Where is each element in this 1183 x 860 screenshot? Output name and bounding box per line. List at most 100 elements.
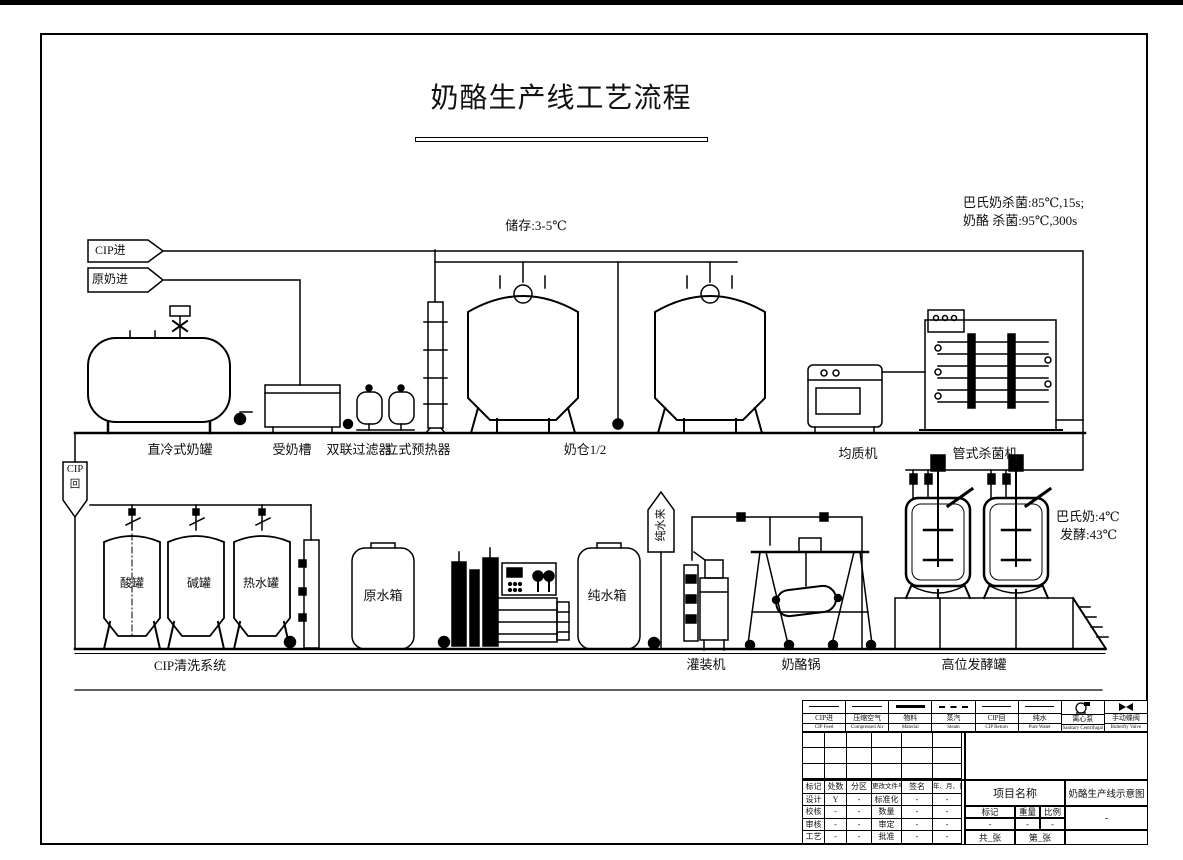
rev-cell: - (847, 806, 872, 819)
rev-cell: - (902, 831, 933, 844)
revision-empty-grid (802, 732, 965, 780)
rev-cell: 设计 (803, 793, 825, 807)
rev-cell: 标准化 (872, 793, 902, 807)
rev-cell: - (933, 831, 962, 844)
legend-en: CIP Feed (814, 724, 834, 730)
drawing-border-frame (40, 33, 1148, 845)
storage-note: 储存:3-5℃ (505, 218, 567, 233)
cheese-kettle-drawing (744, 537, 877, 651)
filling-machine-drawing (683, 550, 729, 651)
alkali-tank-label: 碱罐 (186, 576, 212, 590)
rev-header-cell: 分区 (847, 781, 872, 794)
raw-milk-in-flag-label: 原奶进 (92, 272, 129, 286)
legend-item-cip-return: CIP回 CIP Return (975, 701, 1019, 731)
legend-item-steam: 蒸汽 Steam (932, 701, 976, 731)
acid-tank-label: 酸罐 (119, 576, 145, 590)
pure-water-line-symbol (1018, 701, 1061, 714)
legend-item-compressed-air: 压缩空气 Compressed Air (846, 701, 890, 731)
titleblock-empty-area (965, 732, 1148, 780)
mark-header-cell: 标记 (965, 806, 1015, 818)
duplex-filter-label: 双联过滤器 (326, 442, 392, 457)
project-name-label-cell: 项目名称 (965, 780, 1065, 806)
legend-zh: 压缩空气 (846, 714, 889, 724)
elevated-fermentation-tanks-drawing (894, 432, 1109, 651)
top-edge-strip (0, 0, 1183, 5)
rev-cell: 数量 (872, 806, 902, 819)
pasteurize-note-line2: 奶酪 杀菌:95℃,300s (963, 213, 1078, 228)
rev-cell: - (902, 806, 933, 819)
legend-item-material: 物料 Material (889, 701, 933, 731)
legend-zh: CIP进 (803, 714, 846, 724)
legend-zh: 蒸汽 (932, 714, 975, 724)
receiving-trough-label: 受奶槽 (272, 442, 312, 457)
legend-zh: CIP回 (975, 714, 1018, 724)
direct-cooling-milk-tank-drawing (87, 305, 253, 435)
legend-item-pump: 离心泵 Sanitary Centrifugal Pump (1061, 701, 1105, 731)
tube-sterilizer-label: 管式杀菌机 (952, 446, 1018, 461)
rev-cell: - (902, 793, 933, 807)
rev-cell: - (847, 793, 872, 807)
homogenizer-drawing (807, 364, 926, 434)
rev-cell: 审核 (803, 818, 825, 832)
preheater-label: 立式预热器 (385, 442, 451, 457)
scale-value-cell: - (1040, 818, 1065, 830)
legend-zh: 手动蝶阀 (1104, 714, 1147, 724)
vertical-preheater-drawing (423, 301, 448, 435)
pasteurize-note-line1: 巴氏奶杀菌:85℃,15s; (963, 195, 1085, 210)
cip-return-line-symbol (975, 701, 1018, 714)
legend-en: Butterfly Valve (1110, 724, 1142, 730)
rev-cell: 校核 (803, 806, 825, 819)
rev-cell: 审定 (872, 818, 902, 832)
sheet-empty-cell (1065, 830, 1148, 845)
rev-header-cell: 更改文件号 (872, 781, 902, 794)
cip-in-flag-label: CIP进 (95, 243, 126, 257)
legend-item-valve: 手动蝶阀 Butterfly Valve (1104, 701, 1147, 731)
rev-cell: - (825, 806, 847, 819)
rev-cell: - (825, 818, 847, 832)
sheet-number-cell: 第_张 (1015, 830, 1065, 845)
revision-table: 标记 处数 分区 更改文件号 签名 年、月、日 设计 Y - 标准化 - - 校… (802, 780, 965, 845)
milk-silo-label: 奶仓1/2 (563, 442, 607, 457)
centrifugal-pump-icon (1061, 701, 1104, 715)
cip-tank-drawing (102, 516, 162, 651)
weight-header-cell: 重量 (1015, 806, 1040, 818)
hot-water-tank-label: 热水罐 (242, 576, 280, 590)
legend-en: Compressed Air (851, 724, 884, 730)
tube-sterilizer-drawing (919, 309, 1084, 431)
rev-cell: - (933, 806, 962, 819)
rev-cell: Y (825, 793, 847, 807)
page-title: 奶酪生产线工艺流程 (430, 83, 692, 114)
legend-zh: 离心泵 (1061, 715, 1104, 725)
milk-silo-drawing (467, 275, 579, 435)
legend-en: Steam (947, 724, 960, 730)
legend-item-cip-feed: CIP进 CIP Feed (803, 701, 847, 731)
legend-zh: 纯水 (1018, 714, 1061, 724)
material-line-symbol (889, 701, 932, 714)
rev-cell: 批准 (872, 831, 902, 844)
pure-water-tank-drawing (577, 542, 661, 650)
rev-header-cell: 年、月、日 (933, 781, 962, 794)
pasteurized-milk-note: 巴氏奶:4℃ (1056, 509, 1120, 524)
title-underline (415, 137, 708, 142)
pure-water-tank-label: 纯水箱 (587, 588, 627, 603)
milk-receiving-trough-drawing (264, 384, 341, 434)
cip-return-flag-label-top: CIP (66, 464, 84, 475)
filling-machine-label: 灌装机 (686, 657, 726, 672)
homogenizer-label: 均质机 (838, 446, 878, 461)
milk-tank-label: 直冷式奶罐 (147, 442, 213, 457)
weight-value-cell: - (1015, 818, 1040, 830)
sheets-total-cell: 共_张 (965, 830, 1015, 845)
mark-value-cell: - (965, 818, 1015, 830)
legend-zh: 物料 (889, 714, 932, 724)
rev-cell: - (825, 831, 847, 844)
rev-cell: - (847, 831, 872, 844)
butterfly-valve-icon (1104, 701, 1147, 714)
cip-feed-line-symbol (803, 701, 846, 714)
rev-cell: - (902, 818, 933, 832)
rev-header-cell: 标记 (803, 781, 825, 794)
fermentation-note: 发酵:43℃ (1060, 527, 1118, 542)
legend-en: Pure Water (1028, 724, 1051, 730)
rev-cell: - (847, 818, 872, 832)
